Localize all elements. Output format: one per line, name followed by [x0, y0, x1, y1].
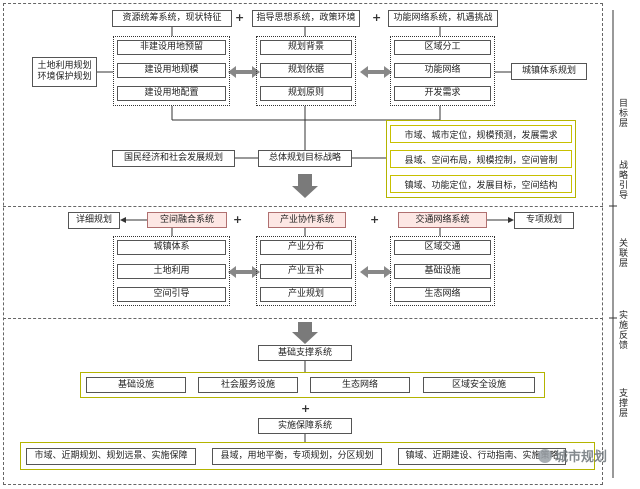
right-note: 城镇体系规划 [511, 63, 587, 80]
header-function: 功能网络系统，机遇挑战 [388, 10, 498, 27]
mid-col2-item: 产业规划 [260, 287, 352, 302]
left-note-line: 环境保护规划 [37, 72, 92, 82]
side-label-strategy: 战略引导 [617, 160, 627, 200]
col3-item: 区域分工 [394, 40, 491, 55]
mid-col3-item: 生态网络 [394, 287, 491, 302]
special-plan: 专项规划 [514, 212, 574, 229]
left-note: 土地利用规划 环境保护规划 [32, 57, 97, 87]
col1-group [113, 36, 230, 106]
col2-group [256, 36, 356, 106]
strategy-level: 市域、城市定位，规模预测，发展需求 [390, 125, 572, 143]
mid-header-space: 空间融合系统 [147, 212, 227, 228]
strategy-level: 镇域、功能定位，发展目标，空间结构 [390, 175, 572, 193]
impl-item: 镇域、近期建设、行动指南、实施策略 [398, 448, 566, 465]
plus-sign: + [235, 11, 245, 24]
base-items-group [80, 372, 545, 398]
mid-col2-group [256, 236, 356, 306]
side-label-feedback: 实施反馈 [617, 310, 627, 350]
mid-col1-item: 城镇体系 [117, 240, 226, 255]
col1-item: 建设用地规模 [117, 63, 226, 78]
strategy-box: 总体规划目标战略 [258, 150, 352, 167]
plus-sign: + [301, 402, 311, 415]
watermark: 城市规划 [538, 446, 607, 465]
header-resource: 资源统筹系统，现状特征 [112, 10, 232, 27]
side-label-target: 目标层 [617, 98, 627, 128]
wechat-icon [538, 448, 552, 463]
mid-col3-item: 基础设施 [394, 264, 491, 279]
watermark-text: 城市规划 [555, 450, 608, 465]
strategy-levels-group [386, 120, 576, 198]
base-item: 社会服务设施 [198, 377, 298, 393]
outer-frame [3, 3, 603, 485]
base-item: 生态网络 [310, 377, 410, 393]
col1-item: 建设用地配置 [117, 86, 226, 101]
strategy-level: 县域、空间布局，规模控制，空间管制 [390, 150, 572, 168]
side-label-support: 支撑层 [617, 388, 627, 418]
mid-col3-item: 区域交通 [394, 240, 491, 255]
col1-item: 非建设用地预留 [117, 40, 226, 55]
plus-sign: + [233, 213, 243, 226]
mid-header-transport: 交通网络系统 [398, 212, 487, 228]
col2-item: 规划原则 [260, 86, 352, 101]
impl-items-group [20, 442, 595, 470]
detail-plan: 详细规划 [68, 212, 120, 229]
col2-item: 规划依据 [260, 63, 352, 78]
mid-col1-group [113, 236, 230, 306]
mid-col1-item: 空间引导 [117, 287, 226, 302]
plus-sign: + [372, 11, 382, 24]
header-guiding: 指导思想系统，政策环境 [252, 10, 360, 27]
national-plan: 国民经济和社会发展规划 [112, 150, 235, 167]
mid-col1-item: 土地利用 [117, 264, 226, 279]
mid-col2-item: 产业分布 [260, 240, 352, 255]
base-item: 基础设施 [86, 377, 186, 393]
plus-sign: + [370, 213, 380, 226]
section-divider-1 [3, 206, 603, 207]
col3-item: 开发需求 [394, 86, 491, 101]
side-label-association: 关联层 [617, 238, 627, 268]
section-divider-2 [3, 318, 603, 319]
mid-col3-group [390, 236, 495, 306]
mid-header-industry: 产业协作系统 [268, 212, 346, 228]
base-item: 区域安全设施 [423, 377, 535, 393]
impl-system: 实施保障系统 [258, 418, 352, 434]
left-note-line: 土地利用规划 [37, 61, 92, 71]
col3-group [390, 36, 495, 106]
col3-item: 功能网络 [394, 63, 491, 78]
impl-item: 县域，用地平衡，专项规划，分区规划 [212, 448, 382, 465]
impl-item: 市域、近期规划、规划远景、实施保障 [26, 448, 196, 465]
base-system: 基础支撑系统 [258, 345, 352, 361]
col2-item: 规划背景 [260, 40, 352, 55]
mid-col2-item: 产业互补 [260, 264, 352, 279]
